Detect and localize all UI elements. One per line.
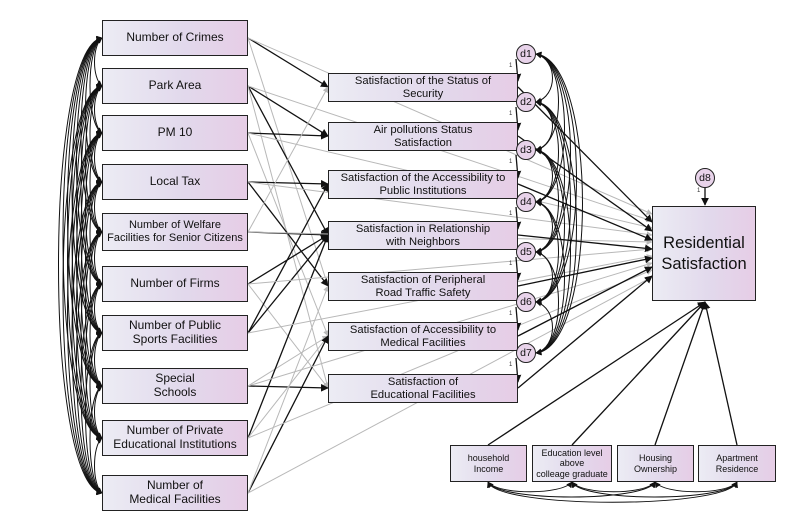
control-to-outcome-arrow (571, 301, 706, 446)
error-covariance-arc (535, 51, 583, 356)
mediator-medical-access: Satisfaction of Accessibility to Medical… (328, 322, 518, 351)
mediator-public-institutions: Satisfaction of the Accessibility to Pub… (328, 170, 518, 199)
source-covariance-arc (80, 230, 103, 440)
source-covariance-arc (76, 230, 103, 495)
source-covariance-arc (71, 131, 103, 440)
constraint-label: 1 (509, 211, 513, 217)
control-household-income: household Income (450, 445, 527, 482)
source-pm10: PM 10 (102, 115, 248, 151)
source-welfare-facilities: Number of Welfare Facilities for Senior … (102, 213, 248, 251)
constraint-label: 1 (697, 188, 701, 194)
outcome-residential-satisfaction: Residential Satisfaction (652, 206, 756, 301)
mediator-to-outcome-arrow (517, 183, 653, 241)
source-to-mediator-arrow (247, 335, 329, 439)
constraint-label: 1 (509, 261, 513, 267)
constraint-label: 1 (509, 362, 513, 368)
mediator-educational-facilities: Satisfaction of Educational Facilities (328, 374, 518, 403)
mediator-road-traffic-safety: Satisfaction of Peripheral Road Traffic … (328, 272, 518, 301)
control-education-level: Education level above colleage graduate (532, 445, 612, 482)
mediator-security: Satisfaction of the Status of Security (328, 73, 518, 102)
source-to-outcome-arrow (247, 246, 653, 285)
source-park-area: Park Area (102, 68, 248, 104)
control-apartment-residence: Apartment Residence (698, 445, 776, 482)
control-covariance-arc (487, 481, 738, 503)
constraint-label: 1 (509, 111, 513, 117)
source-public-sports-facilities: Number of Public Sports Facilities (102, 315, 248, 351)
source-to-mediator-arrow (247, 37, 329, 88)
error-d4: d4 (516, 192, 536, 212)
error-covariance-arc (535, 250, 559, 355)
error-covariance-arc (535, 51, 571, 255)
source-covariance-arc (85, 132, 103, 285)
error-covariance-arc (535, 148, 553, 204)
source-private-educational-institutions: Number of Private Educational Institutio… (102, 420, 248, 456)
source-to-mediator-arrow (247, 335, 329, 387)
constraint-label: 1 (509, 311, 513, 317)
source-to-mediator-arrow (247, 85, 330, 389)
control-covariance-arc (571, 481, 738, 498)
source-covariance-arc (94, 437, 103, 494)
source-covariance-arc (58, 35, 103, 496)
source-medical-facilities: Number of Medical Facilities (102, 475, 248, 511)
source-covariance-arc (89, 37, 103, 134)
source-to-mediator-arrow (247, 285, 329, 494)
mediator-to-outcome-arrow (517, 275, 653, 389)
source-covariance-arc (80, 282, 103, 495)
error-d8: d8 (695, 168, 715, 188)
source-to-mediator-arrow (247, 85, 329, 137)
error-d7: d7 (516, 343, 536, 363)
error-d2: d2 (516, 92, 536, 112)
source-number-of-crimes: Number of Crimes (102, 20, 248, 56)
source-to-mediator-arrow (247, 86, 329, 233)
source-to-outcome-arrow (247, 269, 653, 439)
source-covariance-arc (85, 283, 103, 439)
error-covariance-arc (535, 300, 553, 355)
control-to-outcome-arrow (702, 301, 738, 446)
error-covariance-arc (535, 200, 559, 304)
source-covariance-arc (71, 180, 103, 495)
source-to-mediator-arrow (247, 37, 330, 287)
source-covariance-arc (85, 181, 103, 334)
error-covariance-arc (535, 99, 577, 356)
error-d6: d6 (516, 292, 536, 312)
control-covariance-arc (571, 481, 656, 493)
source-to-mediator-arrow (247, 234, 329, 334)
source-covariance-arc (85, 231, 103, 387)
source-to-outcome-arrow (247, 85, 653, 223)
source-to-mediator-arrow (247, 234, 330, 439)
error-d5: d5 (516, 242, 536, 262)
source-to-mediator-arrow (247, 183, 329, 334)
mediator-to-outcome-arrow (517, 255, 653, 287)
mediator-neighbors: Satisfaction in Relationship with Neighb… (328, 221, 518, 250)
control-to-outcome-arrow (654, 301, 707, 446)
control-covariance-arc (487, 481, 656, 498)
source-covariance-arc (62, 83, 103, 496)
source-covariance-arc (85, 85, 103, 233)
error-d1: d1 (516, 44, 536, 64)
source-to-mediator-arrow (247, 131, 329, 140)
source-special-schools: Special Schools (102, 368, 248, 404)
source-local-tax: Local Tax (102, 164, 248, 200)
control-housing-ownership: Housing Ownership (617, 445, 694, 482)
source-to-mediator-arrow (247, 335, 329, 494)
error-d3: d3 (516, 140, 536, 160)
control-to-outcome-arrow (487, 301, 706, 446)
mediator-air-pollution: Air pollutions Status Satisfaction (328, 122, 518, 151)
control-covariance-arc (654, 481, 738, 493)
source-covariance-arc (67, 131, 103, 495)
source-number-of-firms: Number of Firms (102, 266, 248, 302)
constraint-label: 1 (509, 63, 513, 69)
error-covariance-arc (535, 51, 577, 305)
error-covariance-arc (535, 99, 571, 305)
constraint-label: 1 (509, 159, 513, 165)
source-to-mediator-arrow (247, 179, 329, 188)
source-covariance-arc (85, 332, 103, 494)
error-covariance-arc (535, 200, 553, 254)
source-covariance-arc (62, 35, 103, 441)
source-to-outcome-arrow (247, 181, 653, 238)
error-covariance-arc (535, 147, 571, 356)
